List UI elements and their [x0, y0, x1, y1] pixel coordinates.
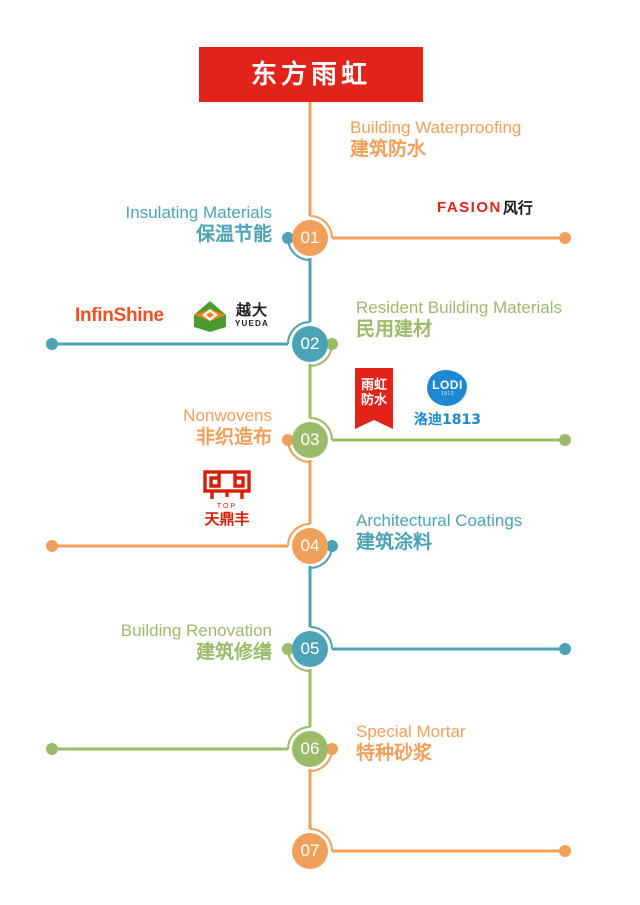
company-name: 东方雨虹 — [250, 59, 371, 90]
label-cn: 建筑涂料 — [356, 531, 433, 554]
label-cn: 特种砂浆 — [356, 742, 433, 765]
logo-infinshine-name: InfinShine — [75, 305, 164, 326]
label-cn: 非织造布 — [195, 426, 272, 449]
node-arc-05 — [309, 626, 333, 650]
node-arc-06 — [287, 726, 311, 750]
node-arc-04 — [287, 523, 311, 547]
node-side-dot-03 — [282, 434, 294, 446]
logo-lodi-sub: 1813 — [440, 391, 455, 397]
label-en: Building Renovation — [120, 621, 272, 640]
yueda-mark-icon — [194, 301, 226, 332]
logo-yuhong-line2: 防水 — [360, 393, 387, 408]
logo-yueda[interactable]: 越大 YUEDA — [190, 297, 269, 333]
logo-tiandingfeng-top: TOP — [216, 503, 238, 510]
branch-end-dot-02 — [46, 338, 58, 350]
timeline-node-07[interactable]: 07 — [292, 833, 328, 869]
branch-end-dot-06 — [46, 743, 58, 755]
timeline-node-01[interactable]: 01 — [292, 220, 328, 256]
node-number-03: 03 — [300, 430, 320, 449]
logo-tiandingfeng-cn: 天鼎丰 — [204, 510, 250, 528]
logo-tiandingfeng[interactable]: TOP 天鼎丰 — [200, 468, 254, 527]
label-cn: 保温节能 — [195, 223, 272, 246]
label-en: Building Waterproofing — [350, 118, 522, 137]
timeline-node-02[interactable]: 02 — [292, 326, 328, 362]
timeline-node-05[interactable]: 05 — [292, 631, 328, 667]
timeline-node-03[interactable]: 03 — [292, 422, 328, 458]
node-arc-03 — [309, 417, 333, 441]
logo-fasion-latin: FASION — [437, 199, 502, 216]
label-cn: 建筑防水 — [350, 138, 427, 161]
label-en: Nonwovens — [183, 406, 272, 425]
timeline-node-04[interactable]: 04 — [292, 528, 328, 564]
label-special-mortar[interactable]: Special Mortar 特种砂浆 — [356, 722, 466, 764]
logo-yuhong-line1: 雨虹 — [360, 378, 387, 394]
logo-lodi[interactable]: LODI 1813 洛迪1813 — [414, 370, 481, 429]
node-arc-07 — [309, 828, 333, 852]
label-en: Resident Building Materials — [356, 298, 562, 317]
label-en: Insulating Materials — [125, 203, 272, 222]
branch-end-dot-04 — [46, 540, 58, 552]
node-side-dot-05 — [282, 643, 294, 655]
node-number-07: 07 — [300, 841, 320, 860]
logo-yueda-cn: 越大 — [236, 300, 269, 319]
node-number-02: 02 — [300, 334, 320, 353]
logo-infinshine[interactable]: InfinShine — [75, 305, 164, 327]
node-number-05: 05 — [300, 639, 320, 658]
label-en: Architectural Coatings — [356, 511, 523, 530]
timeline-node-06[interactable]: 06 — [292, 731, 328, 767]
branch-end-dot-03 — [559, 434, 571, 446]
logo-fasion[interactable]: FASION 风行 — [437, 197, 533, 218]
label-insulating-materials[interactable]: Insulating Materials 保温节能 — [126, 203, 272, 245]
node-arc-02 — [287, 321, 311, 345]
label-resident-building-materials[interactable]: Resident Building Materials 民用建材 — [356, 298, 562, 340]
branch-end-dot-07 — [559, 845, 571, 857]
logo-lodi-latin: LODI — [432, 378, 463, 392]
label-architectural-coatings[interactable]: Architectural Coatings 建筑涂料 — [356, 511, 522, 553]
node-side-dot-04 — [326, 540, 338, 552]
node-number-04: 04 — [300, 536, 320, 555]
branch-end-dot-05 — [559, 643, 571, 655]
node-number-06: 06 — [300, 739, 320, 758]
lodi-blob-icon: LODI 1813 — [427, 370, 468, 406]
branch-end-dot-01 — [559, 232, 571, 244]
logo-fasion-cn: 风行 — [502, 199, 533, 217]
yuhong-flag-icon: 雨虹 防水 — [355, 368, 393, 429]
label-building-waterproofing[interactable]: Building Waterproofing 建筑防水 — [350, 118, 521, 160]
node-side-dot-02 — [326, 338, 338, 350]
logo-yueda-text: 越大 YUEDA — [235, 300, 270, 328]
logo-yuhong-waterproof[interactable]: 雨虹 防水 — [355, 368, 393, 429]
label-en: Special Mortar — [356, 722, 466, 741]
node-side-dot-06 — [326, 743, 338, 755]
label-nonwovens[interactable]: Nonwovens 非织造布 — [183, 406, 272, 448]
node-arc-01 — [309, 215, 333, 239]
label-cn: 民用建材 — [356, 318, 433, 341]
node-side-dot-01 — [282, 232, 294, 244]
label-building-renovation[interactable]: Building Renovation 建筑修缮 — [121, 621, 272, 663]
logo-lodi-cn: 洛迪1813 — [414, 412, 481, 428]
label-cn: 建筑修缮 — [195, 641, 272, 664]
node-number-01: 01 — [300, 228, 320, 247]
logo-yueda-en: YUEDA — [235, 318, 270, 328]
tripod-ding-icon — [203, 470, 251, 499]
company-banner: 东方雨虹 — [199, 47, 423, 102]
